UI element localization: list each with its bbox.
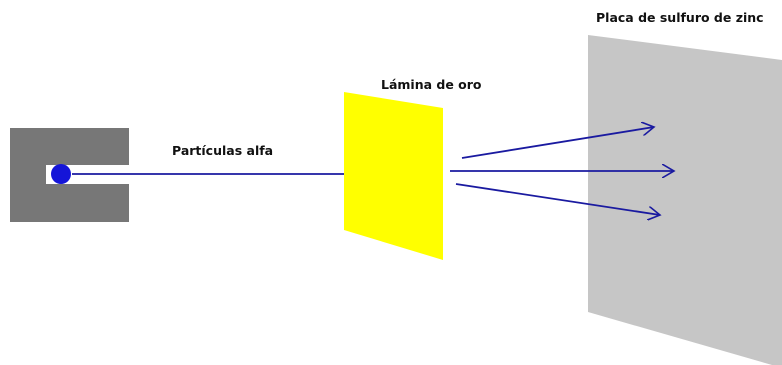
zinc-sulfide-screen-label: Placa de sulfuro de zinc bbox=[596, 10, 764, 25]
gold-foil bbox=[344, 92, 443, 260]
alpha-source bbox=[10, 128, 129, 222]
zinc-sulfide-screen bbox=[588, 35, 782, 365]
deflected-beam-down bbox=[455, 183, 660, 215]
gold-foil-label: Lámina de oro bbox=[381, 77, 482, 92]
alpha-particles-label: Partículas alfa bbox=[172, 143, 274, 158]
alpha-particle bbox=[51, 164, 71, 184]
deflected-beam-up bbox=[461, 127, 654, 159]
